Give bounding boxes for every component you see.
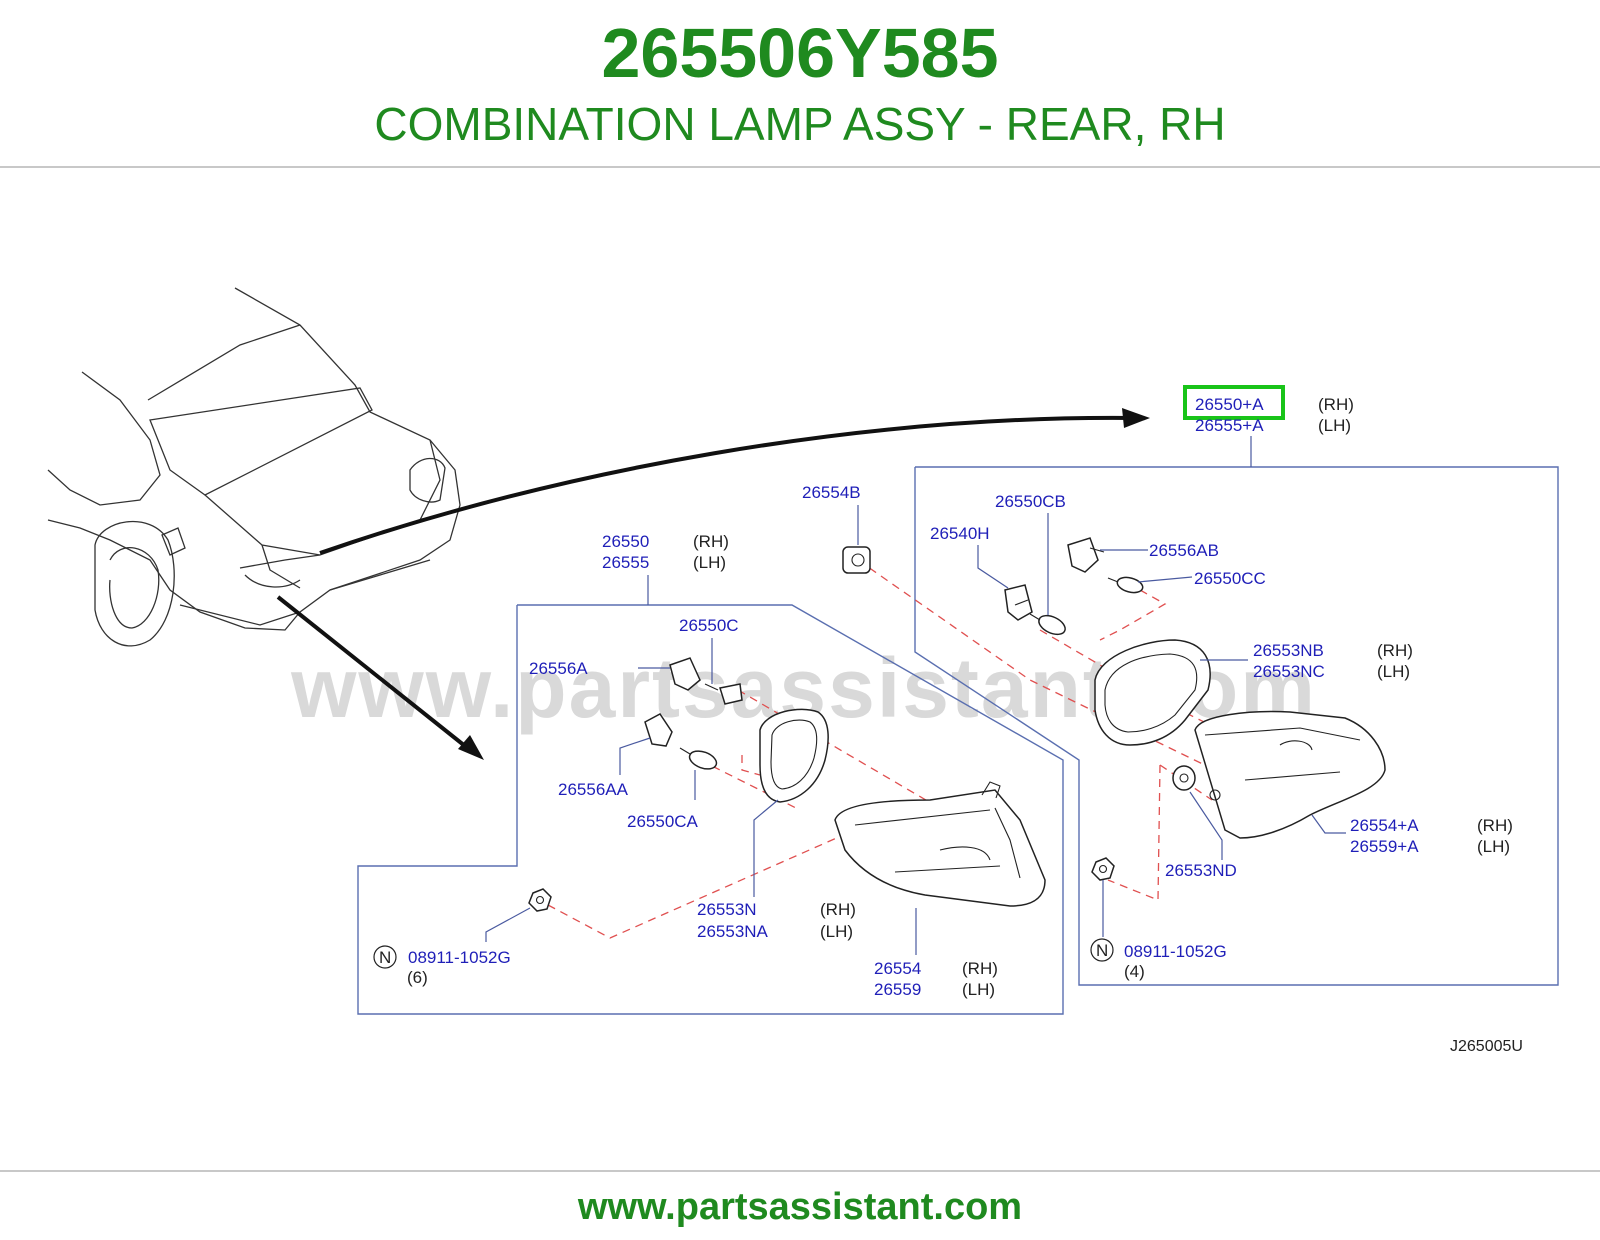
label-26550-side: (RH) — [693, 532, 729, 551]
socket-26540H — [1004, 584, 1033, 621]
label-26553NA[interactable]: 26553NA — [697, 922, 769, 941]
label-26550CB[interactable]: 26550CB — [995, 492, 1066, 511]
label-26553NB[interactable]: 26553NB — [1253, 641, 1324, 660]
part-name-subtitle: COMBINATION LAMP ASSY - REAR, RH — [374, 98, 1226, 150]
label-26553N[interactable]: 26553N — [697, 900, 757, 919]
dash-line-8 — [737, 689, 961, 821]
left-group-frame — [357, 604, 1064, 1015]
label-26555[interactable]: 26555 — [602, 553, 649, 572]
label-26550[interactable]: 26550 — [602, 532, 649, 551]
car-illustration — [47, 287, 461, 647]
leader-26540H — [977, 545, 1009, 589]
label-26540H[interactable]: 26540H — [930, 524, 990, 543]
part-number-title: 265506Y585 — [601, 14, 999, 92]
page-header: 265506Y585 COMBINATION LAMP ASSY - REAR,… — [0, 0, 1600, 168]
leader-26550CC — [1137, 576, 1193, 583]
diagram-code: J265005U — [1450, 1038, 1523, 1055]
arrow-to-right-group — [319, 415, 1136, 555]
leader-26553N — [753, 799, 779, 897]
n-symbol-right-text: N — [1096, 941, 1108, 960]
inner-lamp-26554A — [1194, 710, 1386, 839]
label-assy-rh-side: (RH) — [1318, 395, 1354, 414]
label-26554B[interactable]: 26554B — [802, 483, 861, 502]
arrow-to-left-group — [276, 595, 472, 752]
header-divider — [0, 166, 1600, 168]
label-assy-lh-side: (LH) — [1318, 416, 1351, 435]
bulb-26550CA — [679, 747, 718, 770]
label-26556A[interactable]: 26556A — [529, 659, 588, 678]
label-26553NC[interactable]: 26553NC — [1253, 662, 1325, 681]
dash-line-7 — [699, 759, 801, 811]
nut-right — [1091, 857, 1115, 881]
grommet-26553ND — [1172, 765, 1196, 791]
label-26556AA[interactable]: 26556AA — [558, 780, 629, 799]
footer-url[interactable]: www.partsassistant.com — [577, 1186, 1023, 1228]
label-26554[interactable]: 26554 — [874, 959, 921, 978]
socket-26556A — [669, 657, 701, 691]
bulb-26550C — [704, 683, 743, 705]
n-symbol-right: N — [1090, 938, 1114, 962]
label-26553NA-side: (LH) — [820, 922, 853, 941]
n-symbol-left: N — [373, 945, 397, 969]
right-group-frame — [914, 466, 1559, 986]
label-26559A[interactable]: 26559+A — [1350, 837, 1419, 856]
label-26553N-side: (RH) — [820, 900, 856, 919]
label-26553NB-side: (RH) — [1377, 641, 1413, 660]
label-26550CC[interactable]: 26550CC — [1194, 569, 1266, 588]
bulb-26550CC — [1107, 576, 1144, 594]
label-26550CA[interactable]: 26550CA — [627, 812, 699, 831]
leader-nut-left — [485, 907, 531, 942]
label-26554A[interactable]: 26554+A — [1350, 816, 1419, 835]
leader-26556AA — [619, 737, 651, 775]
label-26554-side: (RH) — [962, 959, 998, 978]
label-nut-left[interactable]: 08911-1052G — [408, 948, 511, 967]
gasket-26553N — [759, 708, 829, 803]
socket-26556AB — [1067, 537, 1105, 573]
highlight-box — [1183, 385, 1285, 420]
label-26556AB[interactable]: 26556AB — [1149, 541, 1219, 560]
label-nut-right[interactable]: 08911-1052G — [1124, 942, 1227, 961]
arrow-head-right — [1122, 408, 1150, 428]
n-symbol-left-text: N — [379, 948, 391, 967]
label-26553NC-side: (LH) — [1377, 662, 1410, 681]
label-assy-rh[interactable]: 26550+A — [1195, 395, 1264, 414]
dash-line-9 — [547, 809, 901, 939]
nut-left — [528, 888, 552, 912]
label-26559-side: (LH) — [962, 980, 995, 999]
bulb-26550CB — [1029, 613, 1066, 636]
arrow-head-down — [458, 735, 484, 760]
label-26554A-side: (RH) — [1477, 816, 1513, 835]
label-26559[interactable]: 26559 — [874, 980, 921, 999]
label-nut-left-qty: (6) — [407, 968, 428, 987]
dash-line-3 — [1099, 589, 1167, 641]
leader-26553ND — [1189, 791, 1223, 860]
gasket-26553NB — [1094, 639, 1211, 746]
leader-26554A — [1311, 814, 1346, 834]
label-26555-side: (LH) — [693, 553, 726, 572]
label-26550C[interactable]: 26550C — [679, 616, 739, 635]
label-assy-lh[interactable]: 26555+A — [1195, 416, 1264, 435]
footer-divider — [0, 1170, 1600, 1172]
socket-26556AA — [644, 713, 673, 747]
label-26559A-side: (LH) — [1477, 837, 1510, 856]
label-nut-right-qty: (4) — [1124, 962, 1145, 981]
label-26553ND[interactable]: 26553ND — [1165, 861, 1237, 880]
grommet-26554B — [842, 546, 871, 574]
dash-line-6 — [741, 755, 761, 776]
outer-lamp-26554 — [834, 781, 1046, 907]
dash-line-4 — [1107, 764, 1161, 901]
